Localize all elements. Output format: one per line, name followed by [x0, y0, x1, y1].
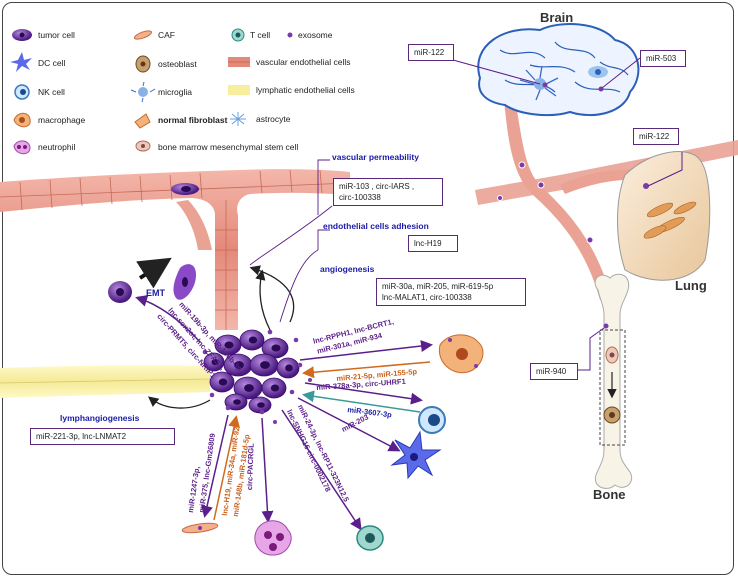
tumor-cell-nucleus — [234, 361, 244, 369]
neutrophil-mirna: circ-PACRGL — [245, 443, 256, 491]
tumor-cell-nucleus — [233, 399, 241, 405]
angiogenesis-title: angiogenesis — [320, 264, 375, 274]
lung-mir-box: miR-122 — [633, 128, 679, 145]
t-cell-target — [418, 406, 446, 434]
blood-vessel — [0, 169, 351, 330]
bone-illustration — [578, 273, 633, 489]
legend-microglia: microglia — [158, 87, 193, 97]
tumor-cell-nucleus — [224, 341, 234, 349]
signaling-arrows — [135, 159, 433, 531]
lymphangiogenesis-box: miR-221-3p, lnc-LNMAT2 — [30, 428, 175, 445]
organ-label-bone: Bone — [593, 487, 626, 502]
emt-label: EMT — [146, 288, 165, 298]
legend-icons — [10, 28, 294, 155]
brain-mir-box-right: miR-503 — [640, 50, 686, 67]
tumor-cell-nucleus — [211, 358, 219, 366]
tumor-cell-nucleus — [270, 384, 280, 392]
lymphatic-vessel — [0, 365, 211, 398]
legend-vascular-endothelial: vascular endothelial cells — [256, 57, 351, 67]
organ-label-brain: Brain — [540, 10, 574, 25]
brain-mir-box-left: miR-122 — [408, 44, 454, 61]
astrocyte-icon — [588, 66, 608, 78]
neutrophil-target — [254, 520, 292, 556]
legend-normal-fibroblast: normal fibroblast — [158, 115, 228, 125]
tumor-cell-nucleus — [248, 336, 258, 344]
tumor-cell-nucleus — [260, 361, 270, 369]
legend-caf: CAF — [158, 30, 175, 40]
legend-lymphatic-endothelial: lymphatic endothelial cells — [256, 85, 355, 95]
angiogenesis-line-2: lnc-MALAT1, circ-100338 — [382, 293, 472, 302]
vascular-permeability-line-1: miR-103 , circ-IARS , — [339, 182, 415, 191]
bone-mir-box: miR-940 — [530, 363, 578, 380]
legend-macrophage: macrophage — [38, 115, 86, 125]
legend-tumor-cell: tumor cell — [38, 30, 75, 40]
tumor-cell-nucleus — [257, 402, 265, 408]
tumor-cell-nucleus — [244, 384, 254, 392]
tumor-cell-nucleus — [285, 364, 293, 372]
tumor-cell-nucleus — [271, 344, 281, 352]
legend-astrocyte: astrocyte — [256, 114, 291, 124]
tumor-cell-in-vessel — [171, 183, 199, 195]
legend-exosome: exosome — [298, 30, 333, 40]
organ-label-lung: Lung — [675, 278, 707, 293]
vascular-permeability-title: vascular permeability — [332, 152, 419, 162]
lymphangiogenesis-title: lymphangiogenesis — [60, 413, 140, 423]
macrophage-target — [438, 334, 484, 374]
endothelial-adhesion-title: endothelial cells adhesion — [323, 221, 429, 231]
angiogenesis-box: miR-30a, miR-205, miR-619-5p lnc-MALAT1,… — [376, 278, 526, 306]
angiogenesis-line-1: miR-30a, miR-205, miR-619-5p — [382, 282, 494, 291]
legend-nk-cell: NK cell — [38, 87, 65, 97]
tumor-cell-nucleus — [218, 378, 228, 386]
endothelial-adhesion-box: lnc-H19 — [408, 235, 458, 252]
legend-osteoblast: osteoblast — [158, 59, 197, 69]
vascular-permeability-line-2: circ-100338 — [339, 193, 381, 202]
legend-t-cell: T cell — [250, 30, 271, 40]
tumor-cluster — [202, 329, 312, 424]
legend: tumor cell DC cell NK cell macrophage ne… — [0, 0, 738, 160]
caf-target — [181, 522, 219, 534]
lung-illustration — [617, 151, 711, 281]
vascular-permeability-box: miR-103 , circ-IARS , circ-100338 — [333, 178, 443, 206]
legend-bmmsc: bone marrow mesenchymal stem cell — [158, 142, 299, 152]
nk-cell-target — [356, 525, 384, 551]
dc-cell-target — [390, 430, 442, 480]
brain-illustration — [452, 23, 641, 117]
legend-neutrophil: neutrophil — [38, 142, 76, 152]
legend-dc-cell: DC cell — [38, 58, 66, 68]
emt-illustration — [108, 257, 196, 303]
